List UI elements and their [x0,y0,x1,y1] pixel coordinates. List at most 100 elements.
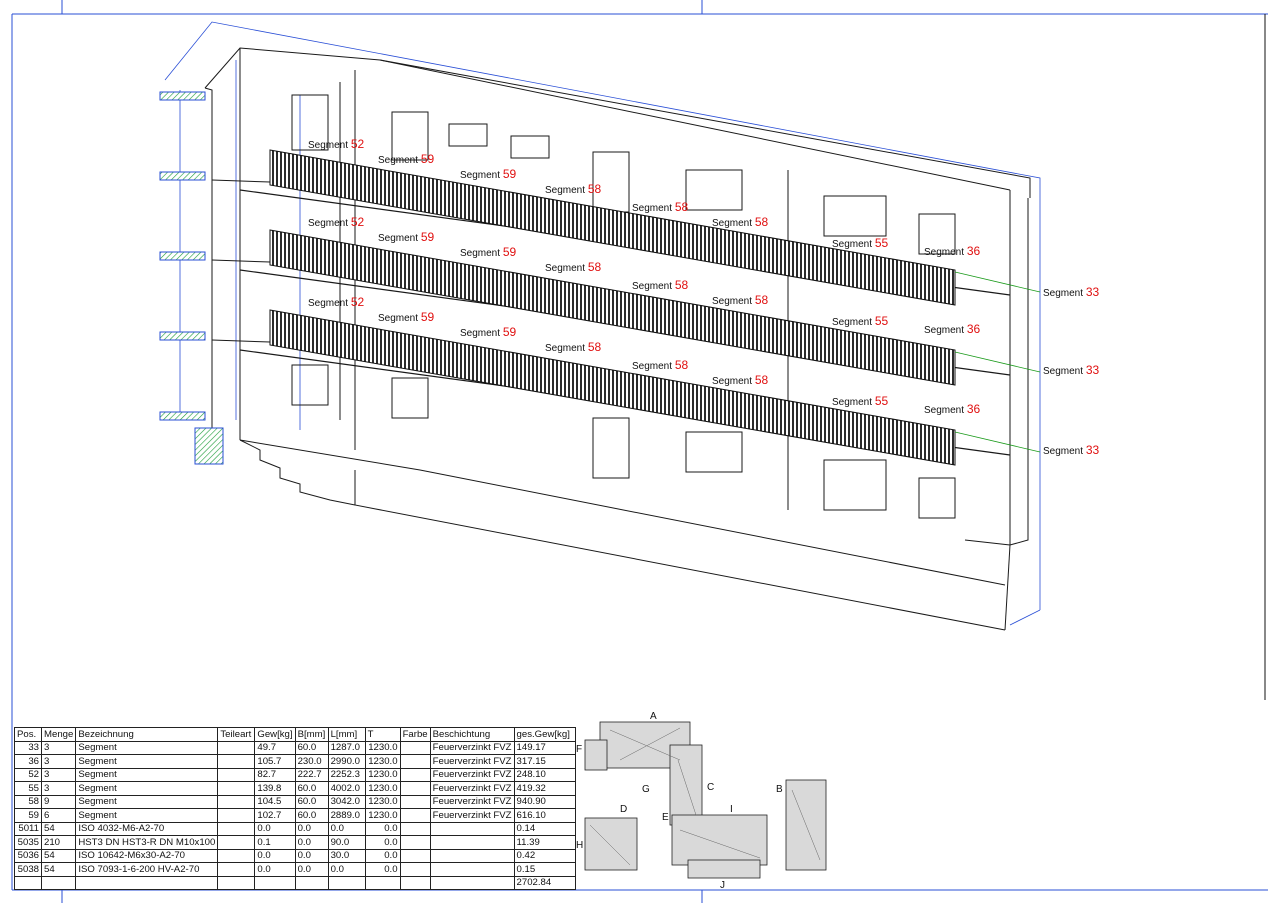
header-b: B[mm] [294,727,329,742]
cell-gew: 0.0 [254,862,296,877]
cell-menge: 3 [40,781,77,796]
keyplan-label-f: F [576,744,582,755]
header-beschichtung: Beschichtung [429,727,515,742]
segment-label-number: 52 [351,137,365,151]
cell-gew: 102.7 [254,808,296,823]
segment-label: Segment 52 [308,215,364,229]
cell-teileart [217,835,256,850]
segment-label-word: Segment [712,376,755,387]
cell-bezeichnung: Segment [75,781,219,796]
keyplan-label-h: H [576,840,583,851]
segment-label-word: Segment [460,328,503,339]
cell-beschichtung [429,835,515,850]
segment-label-word: Segment [460,170,503,181]
segment-label-number: 55 [875,314,889,328]
cell-ges-gew: 11.39 [513,835,576,850]
segment-label-number: 59 [503,245,517,259]
segment-label-number: 59 [421,310,435,324]
cell-menge: 9 [40,794,77,809]
segment-label: Segment 33 [1043,285,1099,299]
cell-beschichtung [429,848,515,863]
cell-total: 2702.84 [513,875,576,890]
header-ges-gew: ges.Gew[kg] [513,727,576,742]
cell-pos: 36 [14,754,42,769]
segment-label-word: Segment [832,317,875,328]
segment-label: Segment 58 [712,293,768,307]
segment-label-word: Segment [378,233,421,244]
cell-empty [327,875,366,890]
cell-bezeichnung: HST3 DN HST3-R DN M10x100 [75,835,219,850]
keyplan-label-g: G [642,784,650,795]
keyplan-label-b: B [776,784,783,795]
segment-label: Segment 58 [545,182,601,196]
cell-pos: 33 [14,740,42,755]
keyplan-label-d: D [620,804,627,815]
segment-label: Segment 58 [712,373,768,387]
cell-empty [294,875,329,890]
cell-menge: 54 [40,862,77,877]
cell-pos: 5011 [14,821,42,836]
cell-ges-gew: 0.42 [513,848,576,863]
cell-t: 0.0 [364,862,401,877]
cell-pos: 5038 [14,862,42,877]
cell-b: 60.0 [294,808,329,823]
segment-label-word: Segment [632,281,675,292]
header-bezeichnung: Bezeichnung [75,727,219,742]
cell-t: 0.0 [364,835,401,850]
segment-label-word: Segment [832,239,875,250]
cell-b: 222.7 [294,767,329,782]
sheet-frame [11,0,1268,903]
cell-menge: 210 [40,835,77,850]
table-header-row: Pos. Menge Bezeichnung Teileart Gew[kg] … [14,727,576,742]
cell-l: 2990.0 [327,754,366,769]
cell-gew: 105.7 [254,754,296,769]
cell-gew: 139.8 [254,781,296,796]
cell-b: 0.0 [294,821,329,836]
segment-label: Segment 33 [1043,363,1099,377]
header-gew: Gew[kg] [254,727,296,742]
segment-label-number: 55 [875,236,889,250]
header-t: T [364,727,401,742]
segment-label-number: 58 [675,200,689,214]
cell-farbe [399,767,431,782]
cell-bezeichnung: Segment [75,808,219,823]
cell-bezeichnung: Segment [75,754,219,769]
segment-label-number: 58 [755,293,769,307]
cell-t: 1230.0 [364,754,401,769]
cell-pos: 58 [14,794,42,809]
cell-farbe [399,862,431,877]
cell-b: 0.0 [294,835,329,850]
segment-label-word: Segment [712,296,755,307]
cell-teileart [217,781,256,796]
cell-t: 0.0 [364,848,401,863]
segment-label: Segment 59 [378,152,434,166]
segment-label-number: 59 [503,167,517,181]
keyplan-label-i: I [730,804,733,815]
segment-label-number: 58 [755,373,769,387]
cell-t: 1230.0 [364,794,401,809]
segment-label: Segment 58 [632,200,688,214]
segment-label-word: Segment [1043,446,1086,457]
cell-ges-gew: 248.10 [513,767,576,782]
cell-empty [217,875,256,890]
segment-label-word: Segment [632,361,675,372]
cell-teileart [217,740,256,755]
cell-farbe [399,740,431,755]
segment-label: Segment 36 [924,322,980,336]
segment-label: Segment 52 [308,295,364,309]
cell-l: 2252.3 [327,767,366,782]
cell-bezeichnung: Segment [75,794,219,809]
cell-gew: 0.0 [254,848,296,863]
cell-t: 1230.0 [364,767,401,782]
segment-label-word: Segment [545,343,588,354]
bill-of-materials-table: Pos. Menge Bezeichnung Teileart Gew[kg] … [14,727,576,890]
header-teileart: Teileart [217,727,256,742]
segment-label: Segment 58 [632,278,688,292]
cell-farbe [399,781,431,796]
keyplan-label-j: J [720,880,725,891]
keyplan-label-a: A [650,711,657,722]
cell-ges-gew: 940.90 [513,794,576,809]
